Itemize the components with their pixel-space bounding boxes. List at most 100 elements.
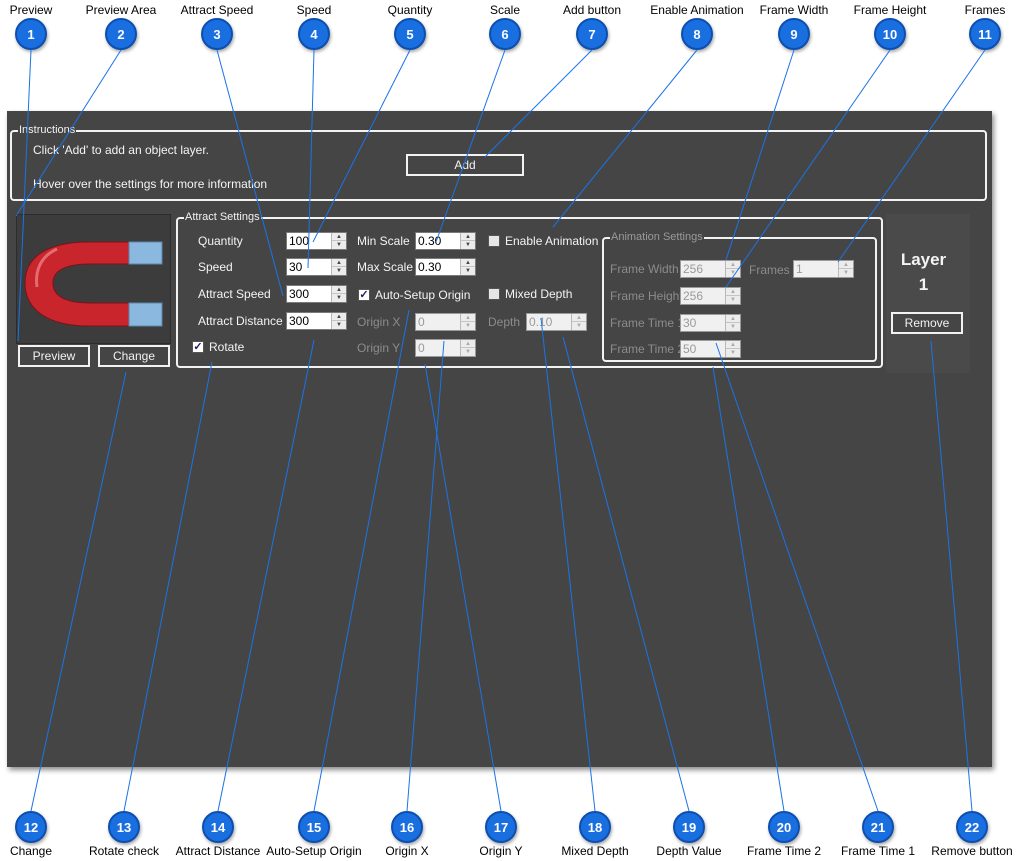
down-arrow-icon[interactable]: ▼ [730,350,736,356]
up-arrow-icon[interactable]: ▲ [461,259,475,267]
origin-x-arrows[interactable]: ▲▼ [460,314,475,330]
callout-badge-13: 13 [108,811,140,843]
callout-badge-12: 12 [15,811,47,843]
callout-label-15: Auto-Setup Origin [266,844,362,858]
callout-label-18: Mixed Depth [561,844,629,858]
up-arrow-icon[interactable]: ▲ [839,261,853,269]
frame-width-stepper[interactable]: 256 ▲▼ [680,260,741,278]
up-arrow-icon[interactable]: ▲ [461,340,475,348]
up-arrow-icon[interactable]: ▲ [461,233,475,241]
frame-time-2-stepper[interactable]: 50 ▲▼ [680,340,741,358]
up-arrow-icon[interactable]: ▲ [332,233,346,241]
auto-setup-origin-label: Auto-Setup Origin [375,288,471,302]
callout-label-6: Scale [489,3,521,17]
quantity-stepper[interactable]: 100 ▲▼ [286,232,347,250]
origin-y-arrows[interactable]: ▲▼ [460,340,475,356]
layer-title: Layer [900,250,947,269]
max-scale-arrows[interactable]: ▲▼ [460,259,475,275]
up-arrow-icon[interactable]: ▲ [332,286,346,294]
frames-stepper[interactable]: 1 ▲▼ [793,260,854,278]
callout-label-1: Preview [9,3,53,17]
attract-distance-stepper[interactable]: 300 ▲▼ [286,312,347,330]
frame-height-arrows[interactable]: ▲▼ [725,288,740,304]
depth-arrows[interactable]: ▲▼ [571,314,586,330]
speed-arrows[interactable]: ▲▼ [331,259,346,275]
frame-width-value: 256 [683,262,704,276]
up-arrow-icon[interactable]: ▲ [726,261,740,269]
frame-height-label: Frame Height [610,289,683,303]
depth-stepper[interactable]: 0.10 ▲▼ [526,313,587,331]
magnet-icon [24,241,163,327]
rotate-checkbox[interactable]: ✓ [192,341,204,353]
frame-time-2-arrows[interactable]: ▲▼ [725,341,740,357]
frame-time-1-arrows[interactable]: ▲▼ [725,315,740,331]
callout-label-17: Origin Y [479,844,523,858]
up-arrow-icon[interactable]: ▲ [572,314,586,322]
down-arrow-icon[interactable]: ▼ [336,295,342,301]
attract-speed-stepper[interactable]: 300 ▲▼ [286,285,347,303]
callout-badge-21: 21 [862,811,894,843]
callout-badge-1: 1 [15,18,47,50]
callout-badge-14: 14 [202,811,234,843]
callout-badge-20: 20 [768,811,800,843]
min-scale-stepper[interactable]: 0.30 ▲▼ [415,232,476,250]
frame-height-stepper[interactable]: 256 ▲▼ [680,287,741,305]
origin-y-stepper[interactable]: 0 ▲▼ [415,339,476,357]
quantity-label: Quantity [198,234,243,248]
frame-height-value: 256 [683,289,704,303]
min-scale-arrows[interactable]: ▲▼ [460,233,475,249]
callout-badge-6: 6 [489,18,521,50]
frame-time-1-stepper[interactable]: 30 ▲▼ [680,314,741,332]
down-arrow-icon[interactable]: ▼ [843,270,849,276]
auto-setup-origin-checkbox[interactable]: ✓ [358,289,370,301]
speed-stepper[interactable]: 30 ▲▼ [286,258,347,276]
up-arrow-icon[interactable]: ▲ [461,314,475,322]
up-arrow-icon[interactable]: ▲ [726,315,740,323]
preview-button[interactable]: Preview [18,345,90,367]
callout-badge-7: 7 [576,18,608,50]
up-arrow-icon[interactable]: ▲ [726,341,740,349]
callout-label-20: Frame Time 2 [746,844,821,858]
enable-animation-checkbox[interactable] [488,235,500,247]
origin-x-stepper[interactable]: 0 ▲▼ [415,313,476,331]
down-arrow-icon[interactable]: ▼ [336,242,342,248]
quantity-arrows[interactable]: ▲▼ [331,233,346,249]
down-arrow-icon[interactable]: ▼ [336,268,342,274]
callout-badge-10: 10 [874,18,906,50]
max-scale-stepper[interactable]: 0.30 ▲▼ [415,258,476,276]
preview-area[interactable] [16,214,171,344]
down-arrow-icon[interactable]: ▼ [465,242,471,248]
up-arrow-icon[interactable]: ▲ [332,259,346,267]
up-arrow-icon[interactable]: ▲ [726,288,740,296]
callout-label-7: Add button [562,3,622,17]
frames-arrows[interactable]: ▲▼ [838,261,853,277]
frames-label: Frames [749,263,790,277]
down-arrow-icon[interactable]: ▼ [730,270,736,276]
animation-settings-title: Animation Settings [610,231,704,244]
frame-width-label: Frame Width [610,262,679,276]
callout-label-3: Attract Speed [180,3,254,17]
attract-speed-value: 300 [289,287,310,301]
remove-button[interactable]: Remove [891,312,963,334]
instructions-line-1: Click 'Add' to add an object layer. [33,143,210,157]
change-button[interactable]: Change [98,345,170,367]
frame-width-arrows[interactable]: ▲▼ [725,261,740,277]
mixed-depth-label: Mixed Depth [505,287,573,301]
mixed-depth-checkbox[interactable] [488,288,500,300]
down-arrow-icon[interactable]: ▼ [465,323,471,329]
down-arrow-icon[interactable]: ▼ [730,297,736,303]
down-arrow-icon[interactable]: ▼ [336,322,342,328]
attract-distance-arrows[interactable]: ▲▼ [331,313,346,329]
callout-label-11: Frames [964,3,1006,17]
frame-time-1-value: 30 [683,316,697,330]
down-arrow-icon[interactable]: ▼ [465,268,471,274]
origin-y-value: 0 [418,341,425,355]
down-arrow-icon[interactable]: ▼ [730,324,736,330]
add-button[interactable]: Add [406,154,524,176]
attract-speed-arrows[interactable]: ▲▼ [331,286,346,302]
down-arrow-icon[interactable]: ▼ [465,349,471,355]
down-arrow-icon[interactable]: ▼ [576,323,582,329]
callout-label-2: Preview Area [85,3,157,17]
instructions-title: Instructions [18,124,77,137]
up-arrow-icon[interactable]: ▲ [332,313,346,321]
